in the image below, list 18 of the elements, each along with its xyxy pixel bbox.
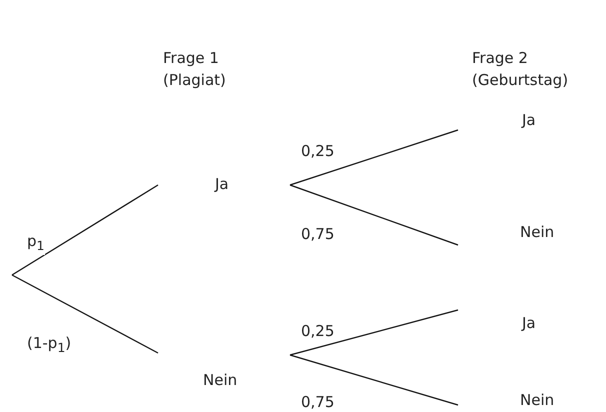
probability-label: 0,25 <box>300 142 336 160</box>
probability-label: 0,25 <box>300 322 336 340</box>
branch-line <box>290 354 458 406</box>
branch-line <box>290 184 458 246</box>
probability-label: 0,75 <box>300 393 336 411</box>
column-heading: Frage 2 (Geburtstag) <box>472 48 570 91</box>
branch-line <box>290 309 458 356</box>
branch-line <box>12 274 158 354</box>
branch-line <box>290 129 458 186</box>
outcome-label: Nein <box>520 391 554 409</box>
outcome-label: Ja <box>522 111 536 129</box>
outcome-label: Nein <box>520 223 554 241</box>
outcome-label: Nein <box>203 371 238 389</box>
probability-label: 0,75 <box>300 225 336 243</box>
outcome-label: Ja <box>215 175 229 193</box>
branch-line <box>12 184 158 276</box>
column-heading: Frage 1 (Plagiat) <box>163 48 227 91</box>
outcome-label: Ja <box>522 314 536 332</box>
